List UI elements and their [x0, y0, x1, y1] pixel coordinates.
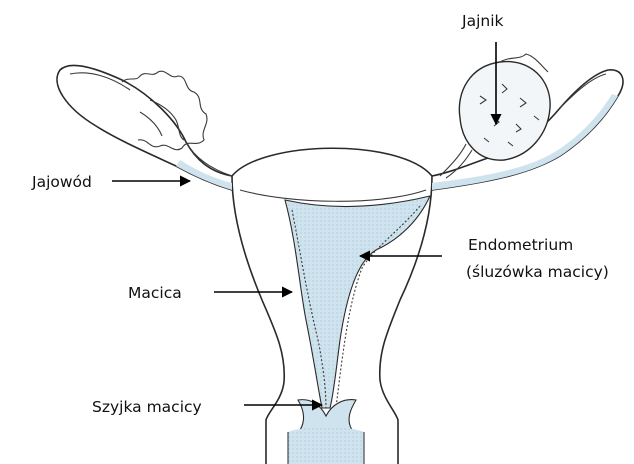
- label-fallopian-tube: Jajowód: [31, 173, 190, 191]
- label-endometrium: Endometrium (śluzówka macicy): [360, 236, 609, 281]
- ovary-label: Jajnik: [461, 12, 504, 30]
- endometrium-label: Endometrium: [468, 236, 573, 254]
- label-cervix: Szyjka macicy: [92, 398, 322, 416]
- fallopian-tube-label: Jajowód: [31, 173, 92, 191]
- cervix-label: Szyjka macicy: [92, 398, 202, 416]
- endometrium-sublabel: (śluzówka macicy): [466, 263, 609, 281]
- uterus-label: Macica: [128, 284, 182, 302]
- label-uterus: Macica: [128, 284, 292, 302]
